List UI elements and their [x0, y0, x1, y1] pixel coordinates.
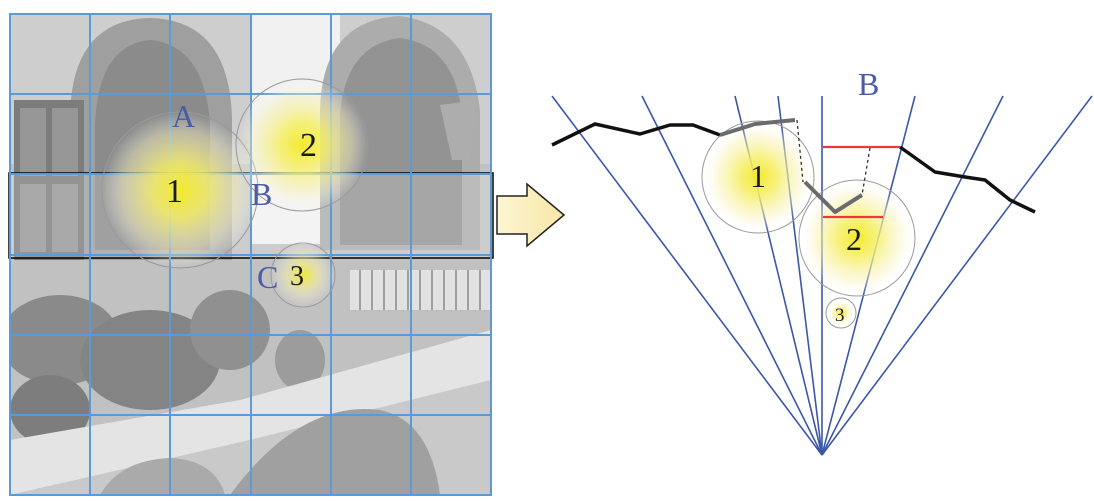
transform-arrow — [496, 182, 566, 248]
image-grid — [9, 13, 492, 496]
left-circle-2-label: 2 — [300, 127, 317, 164]
left-letter-b: B — [251, 176, 272, 212]
right-circle-1 — [701, 120, 815, 234]
left-letter-a: A — [172, 98, 195, 134]
left-circle-3-label: 3 — [290, 261, 304, 292]
right-top-label-b: B — [858, 66, 879, 102]
left-circle-3 — [270, 242, 336, 308]
right-circle-1-label: 1 — [750, 158, 766, 194]
surface-profile-right — [898, 145, 1036, 214]
right-circle-2-label: 2 — [846, 221, 862, 257]
dashed-link-1 — [796, 119, 804, 183]
projected-segment-1 — [719, 118, 796, 137]
right-circle-3 — [825, 297, 857, 329]
right-circle-3-label: 3 — [835, 305, 845, 326]
left-letter-c: C — [257, 259, 278, 295]
right-circle-2 — [798, 179, 916, 297]
surface-profile-left — [551, 122, 721, 147]
red-highlights — [823, 145, 900, 219]
left-circle-2 — [235, 78, 369, 212]
projected-segment-2 — [803, 180, 864, 214]
left-circle-1-label: 1 — [166, 173, 183, 210]
dashed-link-2 — [861, 147, 871, 196]
